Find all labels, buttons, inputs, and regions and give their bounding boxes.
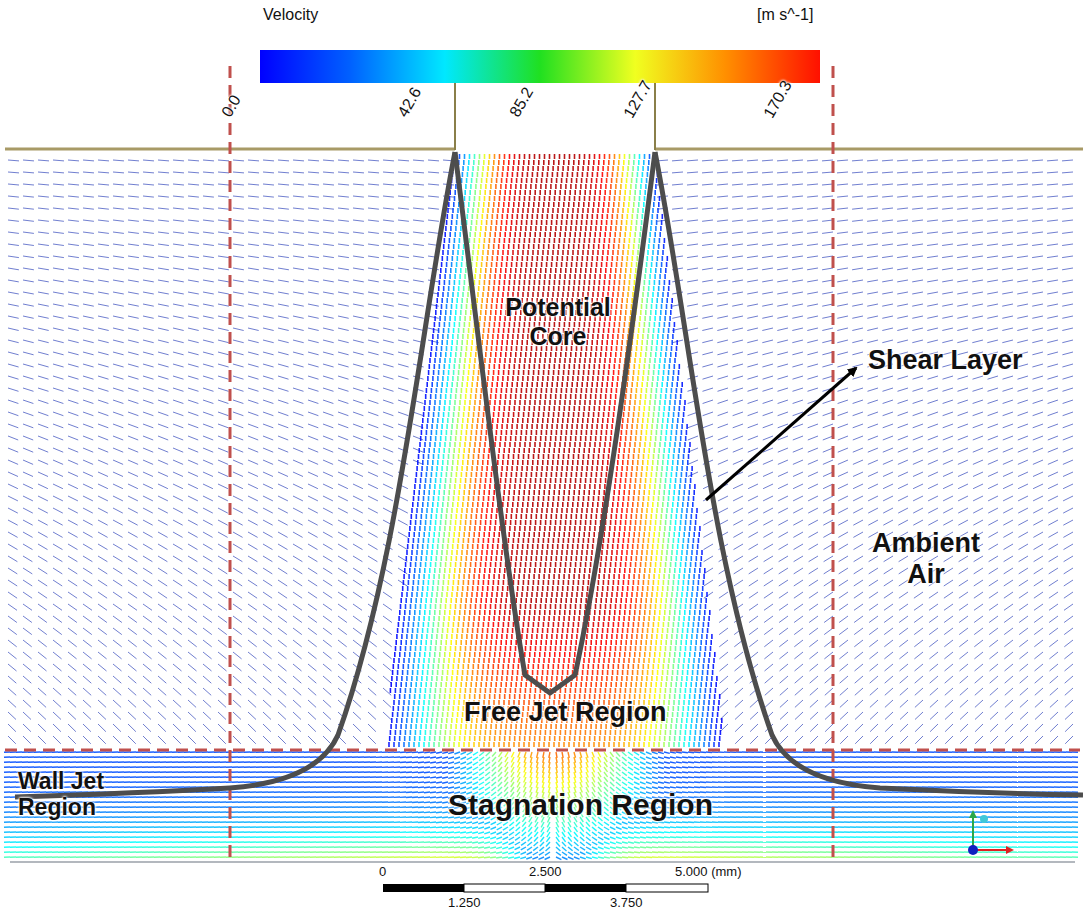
figure-stage: Velocity[m s^-1]0.042.685.2127.7170.3Pot…	[0, 0, 1083, 919]
